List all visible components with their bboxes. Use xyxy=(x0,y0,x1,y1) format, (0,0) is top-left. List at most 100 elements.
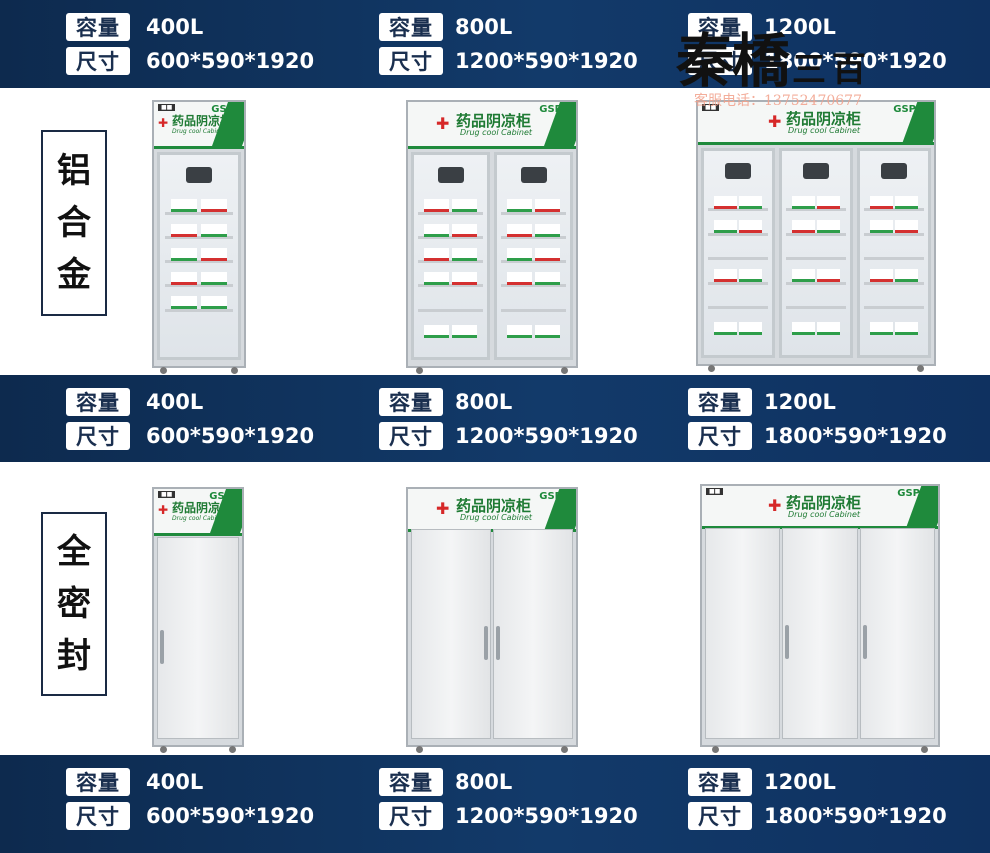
side-char: 金 xyxy=(57,255,91,295)
fan-icon xyxy=(186,167,212,184)
capacity-value: 400L xyxy=(146,15,204,39)
side-char: 铝 xyxy=(57,151,91,191)
size-tag: 尺寸 xyxy=(66,47,130,75)
capacity-value: 1200L xyxy=(764,390,836,414)
capacity-tag: 容量 xyxy=(688,768,752,796)
capacity-value: 400L xyxy=(146,390,204,414)
size-value: 1200*590*1920 xyxy=(455,424,638,448)
side-label-sealed: 全 密 封 xyxy=(41,512,107,696)
brand-label-icon: ■■ xyxy=(158,104,176,111)
size-value: 600*590*1920 xyxy=(146,49,315,73)
solid-door xyxy=(411,529,491,739)
red-cross-icon: ✚ xyxy=(436,499,450,518)
red-cross-icon: ✚ xyxy=(158,503,169,517)
cabinet-subtitle: Drug cool Cabinet xyxy=(460,128,533,137)
capacity-tag: 容量 xyxy=(66,388,130,416)
glass-door xyxy=(857,148,931,358)
cabinet-header: ■■ GSP ✚ 药品阴凉柜 Drug cool Cabinet xyxy=(154,102,244,149)
cabinet-title: 药品阴凉柜 xyxy=(786,110,862,128)
glass-door xyxy=(701,148,775,358)
cabinet-subtitle: Drug cool Cabinet xyxy=(172,128,227,135)
gsp-label: GSP xyxy=(893,104,916,115)
spec-band-top xyxy=(0,0,990,88)
fan-icon xyxy=(803,163,829,180)
side-char: 封 xyxy=(57,636,91,676)
size-value: 600*590*1920 xyxy=(146,804,315,828)
size-value: 1800*590*1920 xyxy=(764,804,947,828)
red-cross-icon: ✚ xyxy=(436,114,450,133)
cabinet-title: 药品阴凉柜 xyxy=(172,114,233,128)
capacity-tag: 容量 xyxy=(379,13,443,41)
red-cross-icon: ✚ xyxy=(768,112,782,131)
glass-door xyxy=(494,152,573,360)
watermark-phone: 客服电话：13752470677 xyxy=(694,93,862,109)
spec-band-middle xyxy=(0,375,990,462)
cabinet-subtitle: Drug cool Cabinet xyxy=(172,515,227,522)
brand-label-icon: ■■ xyxy=(706,488,724,495)
size-value: 600*590*1920 xyxy=(146,424,315,448)
size-tag: 尺寸 xyxy=(379,47,443,75)
capacity-value: 800L xyxy=(455,390,513,414)
size-tag: 尺寸 xyxy=(688,802,752,830)
door-handle xyxy=(160,630,164,664)
fan-icon xyxy=(520,167,547,184)
cabinet-header: GSP ✚ 药品阴凉柜 Drug cool Cabinet xyxy=(408,489,576,532)
door-handle xyxy=(785,625,790,660)
fan-icon xyxy=(437,167,464,184)
gsp-label: GSP xyxy=(209,491,232,502)
door-handle xyxy=(862,625,867,660)
size-tag: 尺寸 xyxy=(688,47,752,75)
capacity-tag: 容量 xyxy=(688,388,752,416)
solid-door xyxy=(157,537,239,739)
glass-door xyxy=(411,152,490,360)
cabinet-glass-triple: ■■ GSP ✚ 药品阴凉柜 Drug cool Cabinet xyxy=(696,100,936,372)
size-tag: 尺寸 xyxy=(379,802,443,830)
capacity-tag: 容量 xyxy=(688,13,752,41)
door-handle xyxy=(496,625,500,660)
cabinet-title: 药品阴凉柜 xyxy=(786,494,862,512)
cabinet-glass-single: ■■ GSP ✚ 药品阴凉柜 Drug cool Cabinet xyxy=(152,100,246,374)
solid-door xyxy=(859,528,935,739)
cabinet-header: ■■ GSP ✚ 药品阴凉柜 Drug cool Cabinet xyxy=(702,486,938,529)
capacity-value: 800L xyxy=(455,770,513,794)
cabinet-title: 药品阴凉柜 xyxy=(456,497,532,515)
size-value: 1200*590*1920 xyxy=(455,804,638,828)
cabinet-sealed-triple: ■■ GSP ✚ 药品阴凉柜 Drug cool Cabinet xyxy=(700,484,940,753)
brand-label-icon: ■■ xyxy=(158,491,176,498)
solid-door xyxy=(705,528,781,739)
capacity-tag: 容量 xyxy=(379,388,443,416)
brand-label-icon: ■■ xyxy=(702,104,720,111)
glass-door xyxy=(157,152,241,360)
gsp-label: GSP xyxy=(211,104,234,115)
capacity-tag: 容量 xyxy=(66,768,130,796)
cabinet-glass-double: GSP ✚ 药品阴凉柜 Drug cool Cabinet xyxy=(406,100,578,374)
cabinet-subtitle: Drug cool Cabinet xyxy=(460,513,533,522)
gsp-label: GSP xyxy=(897,488,920,499)
spec-band-bottom xyxy=(0,755,990,853)
cabinet-sealed-single: ■■ GSP ✚ 药品阴凉柜 Drug cool Cabinet xyxy=(152,487,244,753)
capacity-value: 1200L xyxy=(764,770,836,794)
cabinet-header: ■■ GSP ✚ 药品阴凉柜 Drug cool Cabinet xyxy=(698,102,934,145)
side-char: 全 xyxy=(57,532,91,572)
side-label-aluminum: 铝 合 金 xyxy=(41,130,107,316)
side-char: 合 xyxy=(57,203,91,243)
side-char: 密 xyxy=(57,584,91,624)
red-cross-icon: ✚ xyxy=(768,496,782,515)
glass-door xyxy=(779,148,853,358)
solid-door xyxy=(493,529,573,739)
fan-icon xyxy=(725,163,751,180)
cabinet-title: 药品阴凉柜 xyxy=(456,112,532,130)
cabinet-subtitle: Drug cool Cabinet xyxy=(788,126,861,135)
capacity-tag: 容量 xyxy=(379,768,443,796)
watermark-logo: 秦橋三百 xyxy=(676,14,872,98)
size-tag: 尺寸 xyxy=(66,802,130,830)
watermark-name: 秦橋 xyxy=(676,27,790,95)
size-value: 1800*590*1920 xyxy=(764,49,947,73)
capacity-tag: 容量 xyxy=(66,13,130,41)
capacity-value: 800L xyxy=(455,15,513,39)
gsp-label: GSP xyxy=(539,104,562,115)
size-value: 1800*590*1920 xyxy=(764,424,947,448)
cabinet-header: ■■ GSP ✚ 药品阴凉柜 Drug cool Cabinet xyxy=(154,489,242,536)
cabinet-header: GSP ✚ 药品阴凉柜 Drug cool Cabinet xyxy=(408,102,576,149)
size-tag: 尺寸 xyxy=(66,422,130,450)
